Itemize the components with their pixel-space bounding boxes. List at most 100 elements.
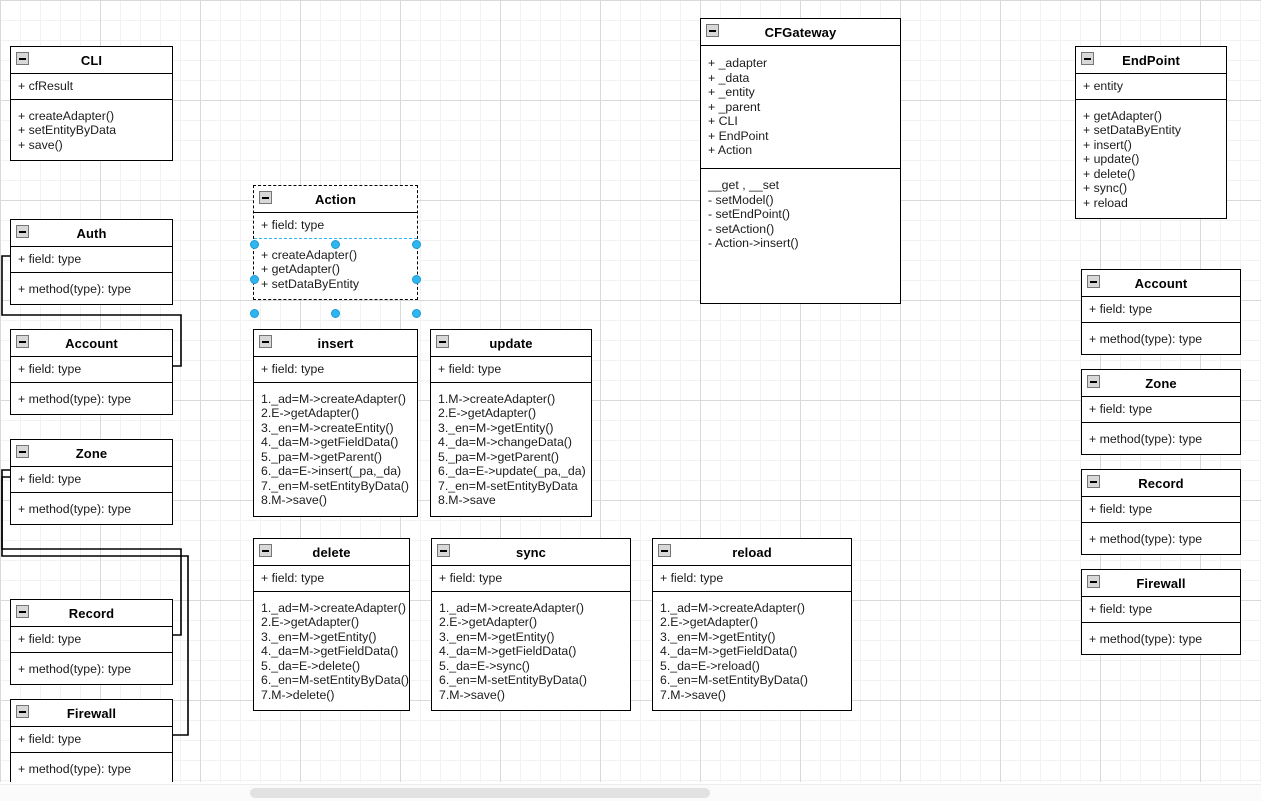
methods-compartment[interactable]: + getAdapter()+ setDataByEntity+ insert(… xyxy=(1076,98,1226,219)
class-title-bar[interactable]: Record xyxy=(1082,470,1240,497)
resize-handle[interactable] xyxy=(412,240,421,249)
class-box-account-left[interactable]: Account+ field: type+ method(type): type xyxy=(10,329,173,415)
methods-compartment[interactable]: 1._ad=M->createAdapter()2.E->getAdapter(… xyxy=(254,590,409,711)
attributes-compartment[interactable]: + field: type xyxy=(431,357,591,382)
collapse-minus-icon[interactable] xyxy=(1087,275,1100,288)
class-title-bar[interactable]: CLI xyxy=(11,47,172,74)
methods-compartment[interactable]: + method(type): type xyxy=(11,381,172,415)
collapse-minus-icon[interactable] xyxy=(658,544,671,557)
collapse-minus-icon[interactable] xyxy=(16,52,29,65)
class-title-bar[interactable]: update xyxy=(431,330,591,357)
attributes-compartment[interactable]: + field: type xyxy=(11,727,172,752)
attributes-compartment[interactable]: + field: type xyxy=(254,357,417,382)
collapse-minus-icon[interactable] xyxy=(16,335,29,348)
methods-compartment[interactable]: + method(type): type xyxy=(11,271,172,305)
resize-handle[interactable] xyxy=(331,309,340,318)
class-title-bar[interactable]: CFGateway xyxy=(701,19,900,46)
collapse-minus-icon[interactable] xyxy=(259,335,272,348)
methods-compartment[interactable]: __get , __set- setModel()- setEndPoint()… xyxy=(701,168,900,303)
resize-handle[interactable] xyxy=(412,309,421,318)
class-box-account-right[interactable]: Account+ field: type+ method(type): type xyxy=(1081,269,1241,355)
class-box-zone-left[interactable]: Zone+ field: type+ method(type): type xyxy=(10,439,173,525)
collapse-minus-icon[interactable] xyxy=(436,335,449,348)
collapse-minus-icon[interactable] xyxy=(1081,52,1094,65)
methods-compartment[interactable]: + method(type): type xyxy=(1082,621,1240,655)
class-title-bar[interactable]: Account xyxy=(1082,270,1240,297)
methods-compartment[interactable]: 1._ad=M->createAdapter()2.E->getAdapter(… xyxy=(254,381,417,516)
attributes-compartment[interactable]: + field: type xyxy=(11,247,172,272)
methods-compartment[interactable]: 1._ad=M->createAdapter()2.E->getAdapter(… xyxy=(653,590,851,711)
collapse-minus-icon[interactable] xyxy=(259,191,272,204)
class-title-bar[interactable]: Action xyxy=(254,186,417,213)
attributes-compartment[interactable]: + field: type xyxy=(11,357,172,382)
attributes-compartment[interactable]: + field: type xyxy=(1082,497,1240,522)
horizontal-scrollbar-thumb[interactable] xyxy=(250,788,710,798)
methods-compartment[interactable]: 1.M->createAdapter()2.E->getAdapter()3._… xyxy=(431,381,591,516)
attributes-compartment[interactable]: + field: type xyxy=(254,213,417,238)
attributes-compartment[interactable]: + cfResult xyxy=(11,74,172,99)
class-box-endpoint[interactable]: EndPoint+ entity+ getAdapter()+ setDataB… xyxy=(1075,46,1227,219)
class-box-auth[interactable]: Auth+ field: type+ method(type): type xyxy=(10,219,173,305)
methods-compartment[interactable]: + method(type): type xyxy=(1082,321,1240,355)
class-box-action[interactable]: Action+ field: type+ createAdapter()+ ge… xyxy=(253,185,418,300)
attributes-compartment[interactable]: + field: type xyxy=(254,566,409,591)
resize-handle[interactable] xyxy=(250,240,259,249)
methods-compartment[interactable]: + method(type): type xyxy=(11,751,172,783)
collapse-minus-icon[interactable] xyxy=(16,605,29,618)
methods-compartment[interactable]: 1._ad=M->createAdapter()2.E->getAdapter(… xyxy=(432,590,630,711)
class-title-bar[interactable]: Zone xyxy=(11,440,172,467)
class-title-bar[interactable]: Auth xyxy=(11,220,172,247)
methods-compartment[interactable]: + method(type): type xyxy=(11,491,172,525)
class-title-bar[interactable]: delete xyxy=(254,539,409,566)
attributes-compartment[interactable]: + field: type xyxy=(11,467,172,492)
attributes-compartment[interactable]: + field: type xyxy=(1082,597,1240,622)
horizontal-scrollbar-track[interactable] xyxy=(0,784,1261,801)
class-box-firewall-right[interactable]: Firewall+ field: type+ method(type): typ… xyxy=(1081,569,1241,655)
class-box-record-right[interactable]: Record+ field: type+ method(type): type xyxy=(1081,469,1241,555)
resize-handle[interactable] xyxy=(250,309,259,318)
class-title-bar[interactable]: Account xyxy=(11,330,172,357)
class-title-bar[interactable]: reload xyxy=(653,539,851,566)
methods-compartment[interactable]: + method(type): type xyxy=(1082,421,1240,455)
collapse-minus-icon[interactable] xyxy=(1087,475,1100,488)
class-box-zone-right[interactable]: Zone+ field: type+ method(type): type xyxy=(1081,369,1241,455)
methods-compartment[interactable]: + method(type): type xyxy=(1082,521,1240,555)
attributes-compartment[interactable]: + field: type xyxy=(653,566,851,591)
class-title-bar[interactable]: Record xyxy=(11,600,172,627)
methods-compartment[interactable]: + createAdapter()+ setEntityByData+ save… xyxy=(11,98,172,161)
class-title-bar[interactable]: insert xyxy=(254,330,417,357)
methods-compartment[interactable]: + createAdapter()+ getAdapter()+ setData… xyxy=(254,237,417,300)
attributes-compartment[interactable]: + _adapter+ _data+ _entity+ _parent+ CLI… xyxy=(701,46,900,168)
attributes-compartment[interactable]: + entity xyxy=(1076,74,1226,99)
diagram-canvas[interactable]: parentparentchildparentparentchildchildc… xyxy=(0,0,1261,782)
collapse-minus-icon[interactable] xyxy=(16,225,29,238)
class-title-bar[interactable]: Firewall xyxy=(11,700,172,727)
attributes-compartment[interactable]: + field: type xyxy=(1082,397,1240,422)
attributes-compartment[interactable]: + field: type xyxy=(432,566,630,591)
collapse-minus-icon[interactable] xyxy=(1087,375,1100,388)
attributes-compartment[interactable]: + field: type xyxy=(1082,297,1240,322)
collapse-minus-icon[interactable] xyxy=(437,544,450,557)
methods-compartment[interactable]: + method(type): type xyxy=(11,651,172,685)
collapse-minus-icon[interactable] xyxy=(1087,575,1100,588)
collapse-minus-icon[interactable] xyxy=(259,544,272,557)
class-box-cfgateway[interactable]: CFGateway+ _adapter+ _data+ _entity+ _pa… xyxy=(700,18,901,304)
class-title-bar[interactable]: Zone xyxy=(1082,370,1240,397)
resize-handle[interactable] xyxy=(412,275,421,284)
resize-handle[interactable] xyxy=(250,275,259,284)
class-box-cli[interactable]: CLI+ cfResult+ createAdapter()+ setEntit… xyxy=(10,46,173,161)
class-title-bar[interactable]: Firewall xyxy=(1082,570,1240,597)
collapse-minus-icon[interactable] xyxy=(706,24,719,37)
class-box-record-left[interactable]: Record+ field: type+ method(type): type xyxy=(10,599,173,685)
resize-handle[interactable] xyxy=(331,240,340,249)
class-title-bar[interactable]: sync xyxy=(432,539,630,566)
collapse-minus-icon[interactable] xyxy=(16,705,29,718)
class-box-firewall-left[interactable]: Firewall+ field: type+ method(type): typ… xyxy=(10,699,173,782)
collapse-minus-icon[interactable] xyxy=(16,445,29,458)
attributes-compartment[interactable]: + field: type xyxy=(11,627,172,652)
